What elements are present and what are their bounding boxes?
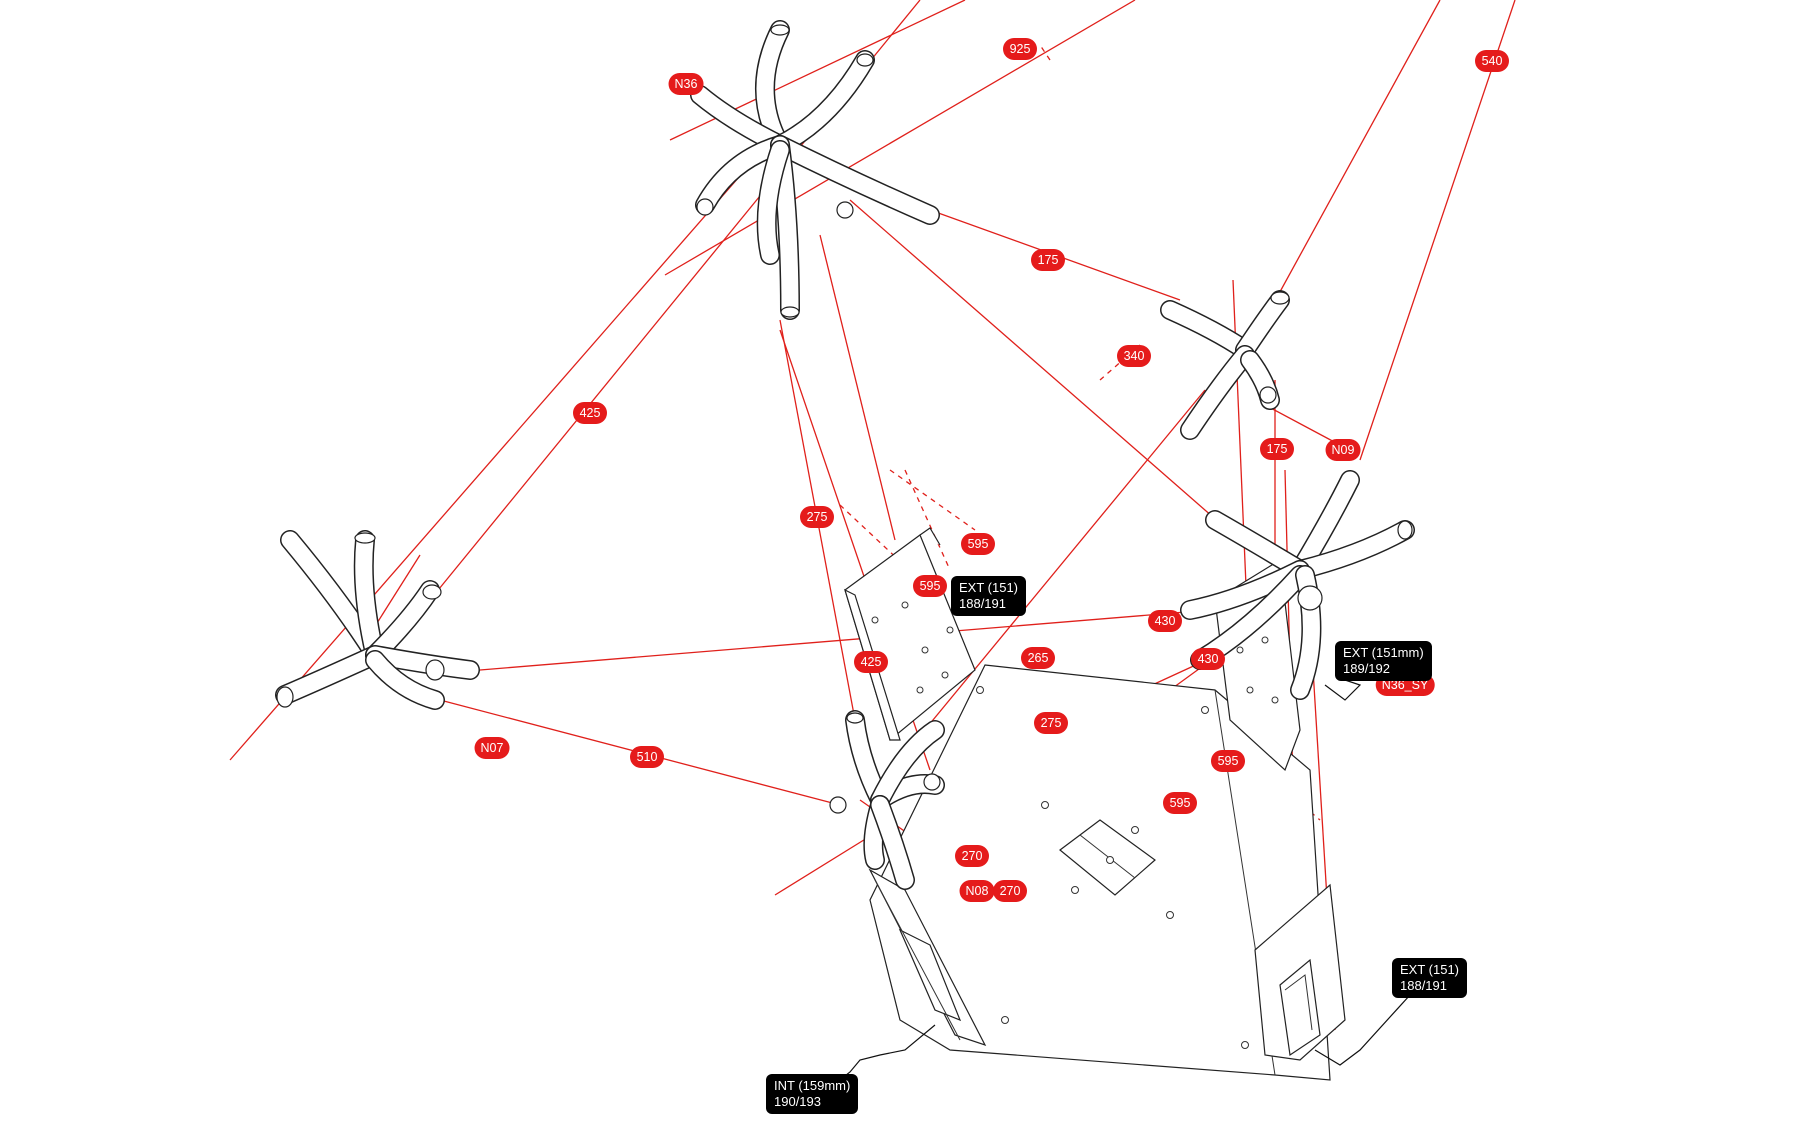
dim-label: 175 <box>1031 249 1065 271</box>
hole <box>946 626 954 634</box>
bracket-bottom-left <box>868 868 987 1047</box>
hole <box>1131 826 1139 834</box>
dim-label: 425 <box>854 651 888 673</box>
hole <box>1246 686 1254 694</box>
bracket-bottom-right <box>1254 883 1346 1061</box>
hole <box>1106 856 1114 864</box>
hole <box>941 671 949 679</box>
part-tag-ext-right: EXT (151mm) 189/192 <box>1335 641 1432 681</box>
hole <box>921 646 929 654</box>
part-tag-int-bottom: INT (159mm) 190/193 <box>766 1074 859 1114</box>
part-tag-line2: 190/193 <box>774 1094 821 1109</box>
part-tag-line2: 189/192 <box>1343 661 1390 676</box>
dim-label: 595 <box>913 575 947 597</box>
dim-label: 425 <box>573 402 607 424</box>
node-label-n09: N09 <box>1325 439 1361 461</box>
node-connector-n08 <box>829 710 945 890</box>
part-tag-line1: EXT (151) <box>959 580 1019 595</box>
dim-label: 430 <box>1191 648 1225 670</box>
hole <box>1271 696 1279 704</box>
part-tag-line2: 188/191 <box>959 596 1006 611</box>
dim-label: 275 <box>1034 712 1068 734</box>
dim-label: 595 <box>1211 750 1245 772</box>
hole <box>1201 706 1209 714</box>
hole <box>1041 801 1049 809</box>
leader-ext-right <box>1324 679 1362 701</box>
hole <box>1241 1041 1249 1049</box>
hole <box>976 686 984 694</box>
dim-label: 430 <box>1148 610 1182 632</box>
bracket-top <box>844 527 976 742</box>
dim-label: 270 <box>955 845 989 867</box>
dim-label: 270 <box>993 880 1027 902</box>
leader-ext-bottom <box>1314 994 1411 1066</box>
hole <box>1071 886 1079 894</box>
dim-label: 175 <box>1260 438 1294 460</box>
part-tag-line2: 188/191 <box>1400 978 1447 993</box>
hole <box>1261 636 1269 644</box>
dim-label: 595 <box>1163 792 1197 814</box>
part-tag-ext-top: EXT (151) 188/191 <box>951 576 1027 616</box>
part-tag-line1: INT (159mm) <box>774 1078 851 1093</box>
leader-int-bottom <box>839 1024 936 1081</box>
node-connector-n36 <box>690 20 940 320</box>
dim-label: 595 <box>961 533 995 555</box>
hole <box>916 686 924 694</box>
node-label-n36: N36 <box>668 73 704 95</box>
part-tag-line1: EXT (151) <box>1400 962 1460 977</box>
bracket-right <box>1214 558 1301 772</box>
hole <box>901 601 909 609</box>
node-label-n08: N08 <box>959 880 995 902</box>
part-tag-ext-bottom: EXT (151) 188/191 <box>1392 958 1468 998</box>
dim-label: 340 <box>1117 345 1151 367</box>
node-connector-n07 <box>275 530 480 710</box>
hole <box>1236 646 1244 654</box>
node-label-n07: N07 <box>474 737 510 759</box>
hole <box>1166 911 1174 919</box>
dim-label: 510 <box>630 746 664 768</box>
dim-label: 265 <box>1021 647 1055 669</box>
part-tag-line1: EXT (151mm) <box>1343 645 1424 660</box>
node-connector-n09 <box>1160 290 1290 440</box>
dim-label: 540 <box>1475 50 1509 72</box>
dim-label: 925 <box>1003 38 1037 60</box>
dim-label: 275 <box>800 506 834 528</box>
hole <box>1001 1016 1009 1024</box>
hole <box>871 616 879 624</box>
